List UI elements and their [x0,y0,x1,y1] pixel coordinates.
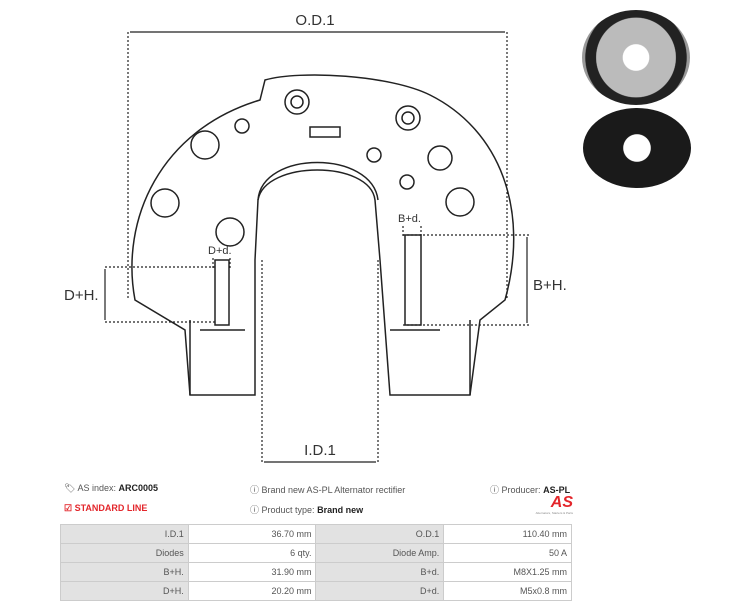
product-type: ⓘ Product type: Brand new [250,505,364,515]
label-od: O.D.1 [295,12,334,29]
label-dd: D+d. [208,245,232,257]
technical-drawing: O.D.1 I.D.1 D+H. B+H. D+d. B+d. [64,12,567,463]
label-bh: B+H. [533,277,567,294]
description: ⓘ Brand new AS-PL Alternator rectifier [250,485,406,495]
info-icon: ⓘ [250,485,260,495]
check-icon: ☑ [64,503,73,513]
as-index: 🏷 AS index: ARC0005 [64,483,159,493]
rectifier-outline [131,74,515,396]
product-photo-bottom[interactable] [583,108,691,188]
label-dh: D+H. [64,287,99,304]
product-photo-top[interactable] [582,10,690,105]
info-icon: ⓘ [250,505,260,515]
as-pl-logo: AS Alternators, Starters & Parts [535,494,573,516]
producer: ⓘ Producer: AS-PL [490,485,571,495]
label-id: I.D.1 [304,442,336,459]
info-icon: ⓘ [490,485,500,495]
standard-line-badge: ☑ STANDARD LINE [64,503,148,513]
tag-icon: 🏷 [64,483,76,493]
label-bd: B+d. [398,213,421,225]
